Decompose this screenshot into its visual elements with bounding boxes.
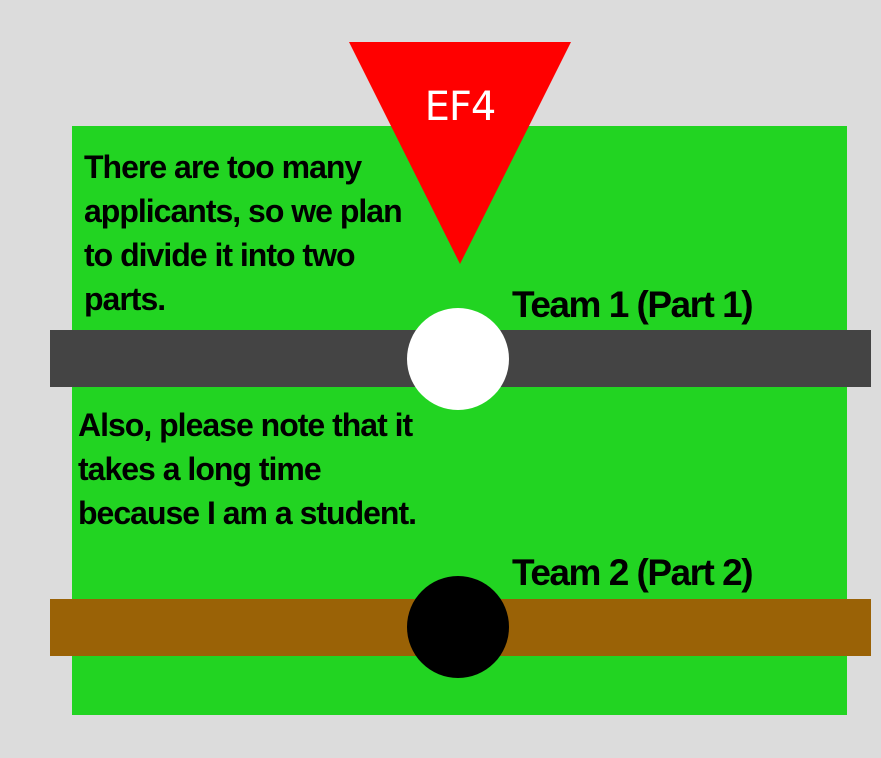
team-1-marker-circle [407,308,509,410]
note-student: Also, please note that it takes a long t… [78,407,417,531]
note-applicants: There are too many applicants, so we pla… [84,149,403,317]
ef4-badge: EF4 [349,42,571,264]
triangle-down-icon [349,42,571,264]
badge-label: EF4 [424,84,497,130]
team-1-label: Team 1 (Part 1) [512,284,754,325]
team-2-label: Team 2 (Part 2) [512,552,754,593]
team-2-marker-circle [407,576,509,678]
